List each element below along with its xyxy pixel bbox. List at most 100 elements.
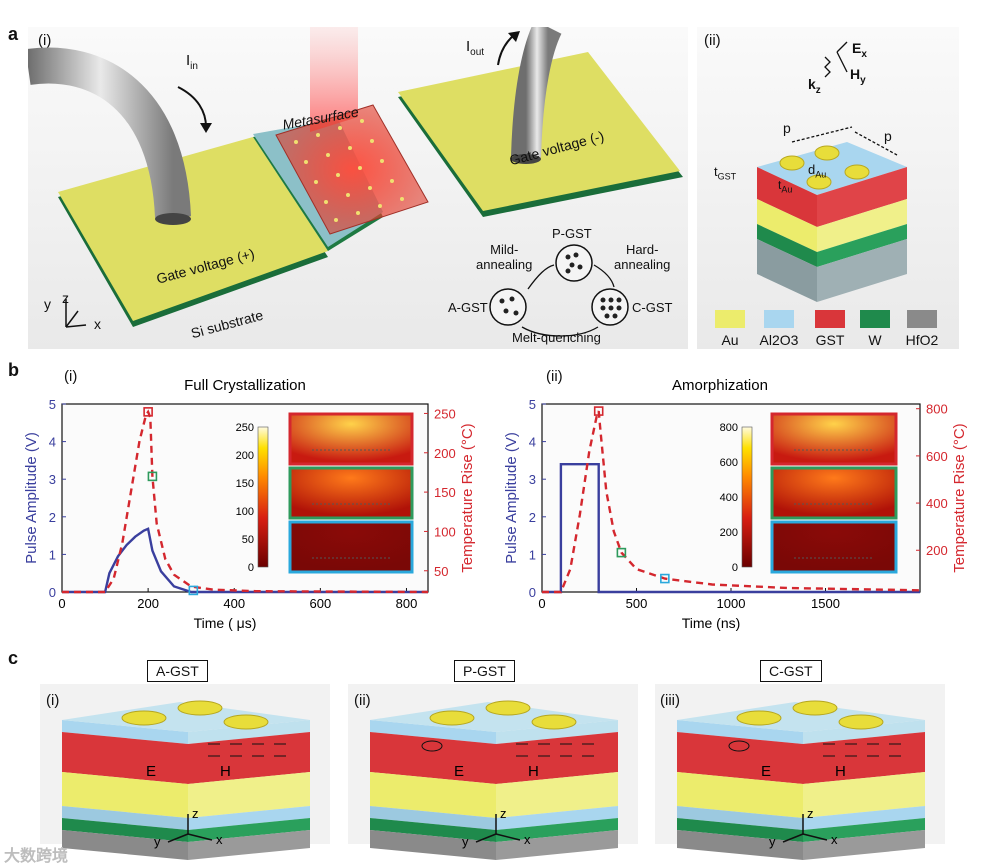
- ex-label: Ex: [852, 40, 867, 60]
- axis-z-a: z: [62, 290, 69, 306]
- y-left-tick-label: 1: [49, 547, 56, 562]
- y-left-tick-label: 5: [49, 397, 56, 412]
- y-left-tick-label: 4: [529, 435, 536, 450]
- metasurface-dots: [294, 119, 404, 222]
- e-field-label: E: [146, 763, 156, 780]
- block-layer-left: [677, 830, 803, 860]
- y-right-tick-label: 600: [926, 449, 948, 464]
- hy-label: Hy: [850, 66, 866, 86]
- field-loop: [421, 740, 443, 752]
- colorbar: [741, 426, 753, 568]
- swatch-gst: [815, 310, 845, 328]
- colorbar-tick-label: 0: [732, 562, 738, 574]
- axis-x-a: x: [94, 316, 101, 332]
- gold-nanodisk: [838, 714, 884, 730]
- tgst-label: tGST: [714, 164, 737, 182]
- x-tick-label: 1500: [811, 596, 840, 611]
- y-left-tick-label: 2: [49, 510, 56, 525]
- colorbar-tick-label: 100: [236, 506, 254, 518]
- watermark: 大数跨境: [4, 848, 69, 865]
- pgst-box-label: P-GST: [454, 660, 515, 682]
- hard-label: Hard-annealing: [614, 242, 671, 272]
- x-tick-label: 500: [626, 596, 648, 611]
- gold-nanodisk: [485, 700, 531, 716]
- legend-au: Au: [712, 310, 748, 348]
- axis-x-line: [802, 833, 828, 841]
- block-layer-right: [188, 818, 310, 842]
- block-layer-right: [803, 830, 925, 860]
- temperature-rise-line: [62, 409, 429, 594]
- block-layer-left: [677, 806, 803, 830]
- block-layer-left: [677, 818, 803, 842]
- y-right-tick-label: 800: [926, 402, 948, 417]
- h-field-label: H: [835, 763, 846, 780]
- p-label-1: p: [783, 120, 791, 136]
- field-loop: [728, 740, 750, 752]
- y-left-tick-label: 2: [529, 510, 536, 525]
- metasurface-array: [275, 104, 429, 235]
- block-layer-right: [496, 830, 618, 860]
- gold-nanodisk: [223, 714, 269, 730]
- x-tick-label: 0: [538, 596, 545, 611]
- sample-point-marker: [143, 407, 153, 417]
- panel-c-iii-label: (iii): [660, 692, 680, 709]
- gold-nanodisk: [736, 710, 782, 726]
- block-layer-right: [803, 720, 925, 744]
- block-layer-left: [370, 772, 496, 818]
- colorbar-tick-label: 200: [720, 527, 738, 539]
- y-left-tick-label: 0: [49, 585, 56, 600]
- i-out-label: Iout: [466, 38, 485, 58]
- block-layer-right: [188, 720, 310, 744]
- colorbar-tick-label: 50: [242, 534, 254, 546]
- melt-label: Melt-quenching: [512, 330, 601, 345]
- block-layer-left: [370, 732, 496, 784]
- gold-nanodisk: [121, 710, 167, 726]
- block-layer-right: [188, 806, 310, 830]
- agst-label: A-GST: [448, 300, 488, 315]
- block-layer-right: [188, 830, 310, 860]
- kz-label: kz: [808, 76, 821, 96]
- axis-x-label: x: [216, 832, 223, 847]
- sample-point-marker: [147, 471, 158, 482]
- i-in-label: Iin: [186, 52, 198, 72]
- panel-a-letter: a: [8, 24, 19, 44]
- y-right-tick-label: 150: [434, 485, 456, 500]
- panel-a-ii-label: (ii): [704, 32, 721, 49]
- swatch-au: [715, 310, 745, 328]
- legend-w: W: [860, 310, 890, 348]
- axis-z-label: z: [500, 806, 507, 821]
- block-layer-left: [62, 806, 188, 830]
- h-field-label: H: [528, 763, 539, 780]
- thermal-map-inset: [288, 520, 414, 574]
- block-layer-left: [677, 732, 803, 784]
- y-right-axis-label: Temperature Rise (°C): [951, 423, 968, 572]
- x-tick-label: 400: [223, 596, 245, 611]
- sample-point-marker: [660, 573, 670, 584]
- cgst-label: C-GST: [632, 300, 673, 315]
- current-in-arrow: [177, 86, 207, 128]
- thermal-map-inset: [288, 412, 414, 466]
- agst-box-label: A-GST: [147, 660, 208, 682]
- phase-cycle: [489, 244, 629, 337]
- x-axis-label: Time (ns): [682, 615, 741, 631]
- y-right-tick-label: 200: [926, 543, 948, 558]
- axis-z-label: z: [192, 806, 199, 821]
- colorbar-tick-label: 800: [720, 422, 738, 434]
- block-layer-left: [62, 732, 188, 784]
- y-left-tick-label: 4: [49, 435, 56, 450]
- block-layer-left: [62, 818, 188, 842]
- block-layer-left: [370, 720, 496, 744]
- axis-y-line: [782, 833, 804, 843]
- block-layer-right: [188, 732, 310, 784]
- h-field-label: H: [220, 763, 231, 780]
- thermal-map-inset: [770, 466, 898, 520]
- axis-z-label: z: [807, 806, 814, 821]
- tau-label: tAu: [778, 178, 793, 195]
- y-right-tick-label: 200: [434, 446, 456, 461]
- thermal-map-inset: [288, 466, 414, 520]
- y-left-tick-label: 1: [529, 547, 536, 562]
- chart-title: Amorphization: [672, 377, 768, 394]
- block-layer-right: [496, 772, 618, 818]
- axes-a: [65, 299, 87, 328]
